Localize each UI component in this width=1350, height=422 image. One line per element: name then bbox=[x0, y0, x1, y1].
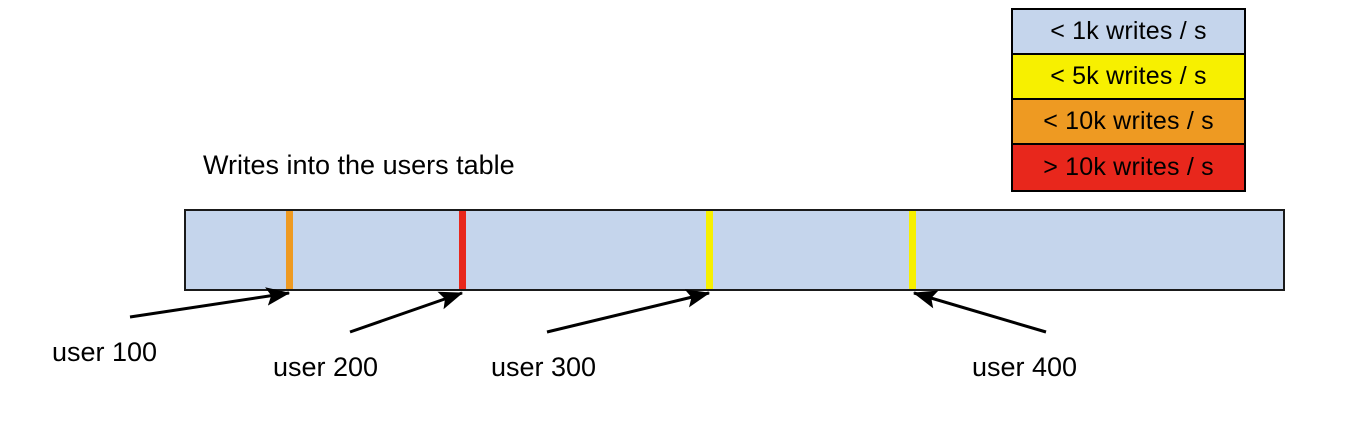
legend: < 1k writes / s < 5k writes / s < 10k wr… bbox=[1011, 8, 1246, 192]
legend-row-under-5k: < 5k writes / s bbox=[1013, 55, 1244, 100]
marker-user-200 bbox=[459, 211, 466, 289]
label-user-400: user 400 bbox=[972, 352, 1078, 382]
legend-label-over-10k: > 10k writes / s bbox=[1043, 153, 1214, 181]
users-table-bar bbox=[184, 209, 1285, 291]
arrow-user-100 bbox=[129, 287, 291, 319]
marker-user-300 bbox=[706, 211, 713, 289]
legend-row-under-1k: < 1k writes / s bbox=[1013, 10, 1244, 55]
arrow-user-300 bbox=[546, 289, 711, 334]
legend-row-over-10k: > 10k writes / s bbox=[1013, 145, 1244, 190]
legend-row-under-10k: < 10k writes / s bbox=[1013, 100, 1244, 145]
marker-user-400 bbox=[909, 211, 916, 289]
label-user-100: user 100 bbox=[52, 337, 158, 367]
label-user-200: user 200 bbox=[273, 352, 379, 382]
marker-user-100 bbox=[286, 211, 293, 289]
legend-label-under-10k: < 10k writes / s bbox=[1043, 107, 1214, 135]
label-user-300: user 300 bbox=[491, 352, 597, 382]
arrow-user-200 bbox=[349, 291, 464, 334]
arrow-user-400 bbox=[912, 290, 1047, 334]
chart-title: Writes into the users table bbox=[203, 150, 515, 180]
legend-label-under-1k: < 1k writes / s bbox=[1050, 17, 1207, 45]
legend-label-under-5k: < 5k writes / s bbox=[1050, 62, 1207, 90]
